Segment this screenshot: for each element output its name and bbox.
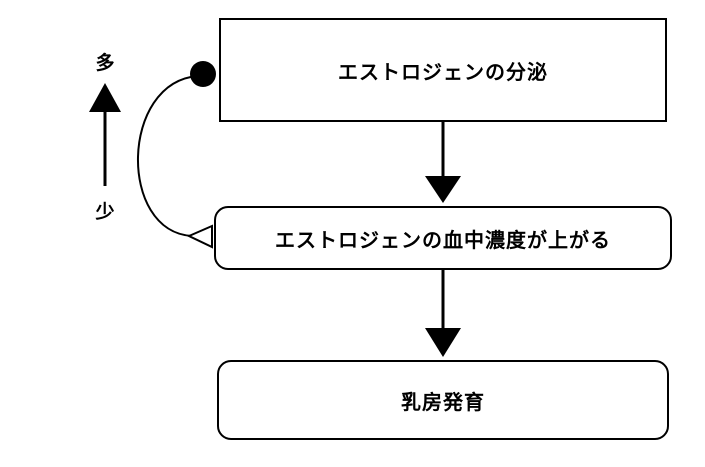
feedback-origin-dot: [190, 61, 216, 87]
arrow-concentration-to-development-head: [425, 328, 461, 357]
estrogen-concentration-label: エストロジェンの血中濃度が上がる: [275, 227, 611, 252]
feedback-triangle-head: [186, 224, 213, 249]
estrogen-secretion-box: エストロジェンの分泌: [219, 18, 667, 122]
scale-arrow-head: [89, 83, 121, 112]
estrogen-secretion-label: エストロジェンの分泌: [338, 59, 548, 84]
breast-development-label: 乳房発育: [401, 389, 485, 414]
scale-low-label: 少: [95, 201, 115, 223]
arrow-secretion-to-concentration-head: [425, 176, 461, 203]
breast-development-box: 乳房発育: [217, 360, 669, 440]
feedback-curve: [137, 75, 199, 237]
scale-high-label: 多: [95, 52, 115, 74]
estrogen-concentration-box: エストロジェンの血中濃度が上がる: [214, 206, 672, 270]
